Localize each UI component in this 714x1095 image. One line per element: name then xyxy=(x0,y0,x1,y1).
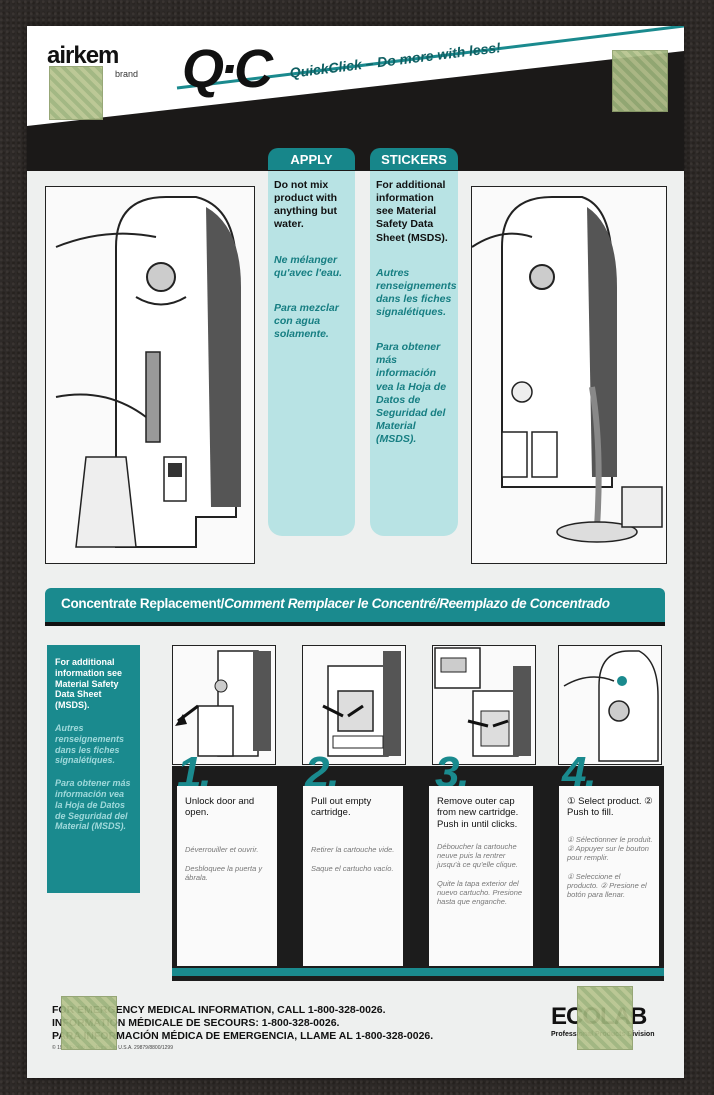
step-1-text-en: Unlock door and open. xyxy=(185,796,255,819)
step-1-illustration xyxy=(172,645,276,765)
step-2-illustration xyxy=(302,645,406,765)
dispenser-illustration-right xyxy=(471,186,667,564)
step-3-text-fr: Déboucher la cartouche neuve puis la ren… xyxy=(437,842,518,870)
stickers-text-fr: Autres renseignements dans les fiches si… xyxy=(376,266,457,318)
step-2-text-en: Pull out empty cartridge. xyxy=(311,796,372,819)
step-4-text-es: ① Seleccione el producto. ② Presione el … xyxy=(567,871,647,899)
instruction-sheet: airkem brand Q·C QuickClick – Do more wi… xyxy=(27,26,684,1078)
step-4-card: ① Select product. ② Push to fill. ① Séle… xyxy=(559,786,659,966)
step-2-card: Pull out empty cartridge. Retirer la car… xyxy=(303,786,403,966)
dispenser-drawing xyxy=(55,196,241,548)
section-title-en: Concentrate Replacement/ xyxy=(61,596,225,611)
step-3-text-es: Quite la tapa exterior del nuevo cartuch… xyxy=(437,879,523,907)
step-4-drawing xyxy=(563,650,659,762)
tape-sticker xyxy=(577,986,633,1050)
footer-line-es: PARA INFORMACIÓN MÉDICA DE EMERGENCIA, L… xyxy=(52,1030,434,1043)
apply-column: Do not mix product with anything but wat… xyxy=(268,171,355,536)
section-underline xyxy=(45,622,665,626)
step-4-text-fr: ① Sélectionner le produit. ② Appuyer sur… xyxy=(567,834,653,862)
step-2-text-es: Saque el cartucho vacío. xyxy=(311,863,394,873)
header-accent-line xyxy=(176,26,684,90)
step-3-drawing xyxy=(434,647,531,757)
step-1-card: Unlock door and open. Déverrouiller et o… xyxy=(177,786,277,966)
section-bar xyxy=(45,588,665,622)
section-title-es: Reemplazo de Concentrado xyxy=(439,596,610,611)
brand-logo: airkem xyxy=(47,42,119,69)
step-2-text-fr: Retirer la cartouche vide. xyxy=(311,844,395,854)
msds-text-en: For additional information see Material … xyxy=(55,657,123,711)
step-3-card: Remove outer cap from new cartridge. Pus… xyxy=(429,786,533,966)
tape-sticker xyxy=(61,996,117,1050)
msds-box: For additional information see Material … xyxy=(47,645,140,893)
header-shapes xyxy=(27,26,684,171)
dispenser-illustration-left xyxy=(45,186,255,564)
apply-text-es: Para mezclar con agua solamente. xyxy=(274,301,339,340)
step-4-illustration xyxy=(558,645,662,765)
header: airkem brand Q·C QuickClick – Do more wi… xyxy=(27,26,684,171)
section-title-fr: Comment Remplacer le Concentré/ xyxy=(224,596,440,611)
steps-teal-base xyxy=(172,968,664,976)
header-white-band xyxy=(27,26,684,126)
tab-stickers: STICKERS xyxy=(370,148,458,170)
step-4-text-en: ① Select product. ② Push to fill. xyxy=(567,796,653,819)
step-2-drawing xyxy=(322,651,401,757)
stickers-text-en: For additional information see Material … xyxy=(376,179,448,244)
step-3-illustration xyxy=(432,645,536,765)
step-1-text-fr: Déverrouiller et ouvrir. xyxy=(185,844,259,854)
section-title: Concentrate Replacement/Comment Remplace… xyxy=(61,596,610,611)
step-3-text-en: Remove outer cap from new cartridge. Pus… xyxy=(437,796,519,830)
step-1-drawing xyxy=(175,650,271,757)
tape-sticker xyxy=(612,50,668,112)
qc-logo: Q·C xyxy=(182,39,273,99)
stickers-column: For additional information see Material … xyxy=(370,171,458,536)
footer-line-en: FOR EMERGENCY MEDICAL INFORMATION, CALL … xyxy=(52,1004,386,1016)
apply-text-en: Do not mix product with anything but wat… xyxy=(274,179,337,231)
tab-apply: APPLY xyxy=(268,148,355,170)
footer-line-fr: INFORMATION MÉDICALE DE SECOURS: 1-800-3… xyxy=(52,1017,340,1030)
stickers-text-es: Para obtener más información vea la Hoja… xyxy=(376,341,447,445)
dispenser-drawing xyxy=(471,196,663,543)
msds-text-fr: Autres renseignements dans les fiches si… xyxy=(55,722,125,766)
tape-sticker xyxy=(49,66,103,120)
header-dark-band xyxy=(27,51,684,171)
brand-sub: brand xyxy=(115,69,139,79)
step-1-text-es: Desbloquee la puerta y ábrala. xyxy=(185,863,263,882)
apply-text-fr: Ne mélanger qu'avec l'eau. xyxy=(274,253,343,279)
msds-text-es: Para obtener más información vea la Hoja… xyxy=(55,778,131,832)
